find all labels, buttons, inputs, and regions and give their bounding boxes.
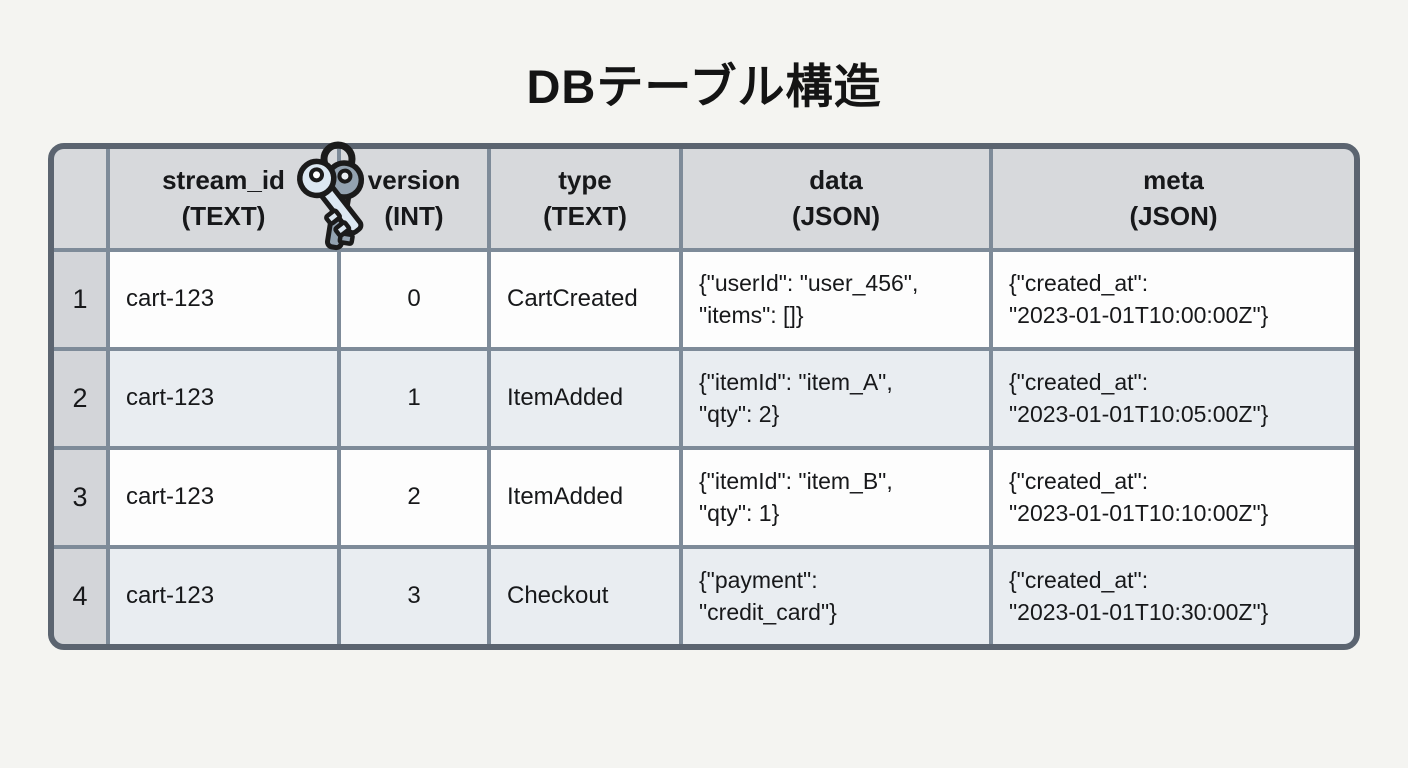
header-label: type (558, 165, 612, 196)
cell-version: 3 (341, 549, 487, 644)
cell-stream-id: cart-123 (110, 252, 337, 347)
header-type-label: (INT) (384, 200, 444, 231)
cell-stream-id: cart-123 (110, 549, 337, 644)
header-data: data (JSON) (683, 149, 989, 248)
header-label: stream_id (162, 165, 285, 196)
cell-data: {"itemId": "item_A", "qty": 2} (683, 351, 989, 446)
cell-type: CartCreated (491, 252, 679, 347)
header-type-label: (TEXT) (181, 200, 266, 231)
cell-meta: {"created_at": "2023-01-01T10:00:00Z"} (993, 252, 1354, 347)
header-type-label: (JSON) (1129, 200, 1218, 231)
header-meta: meta (JSON) (993, 149, 1354, 248)
header-label: data (809, 165, 863, 196)
cell-version: 0 (341, 252, 487, 347)
cell-meta: {"created_at": "2023-01-01T10:10:00Z"} (993, 450, 1354, 545)
page-title: DBテーブル構造 (526, 60, 882, 113)
cell-data: {"payment": "credit_card"} (683, 549, 989, 644)
cell-version: 2 (341, 450, 487, 545)
cell-meta: {"created_at": "2023-01-01T10:30:00Z"} (993, 549, 1354, 644)
cell-stream-id: cart-123 (110, 351, 337, 446)
cell-data: {"itemId": "item_B", "qty": 1} (683, 450, 989, 545)
cell-meta: {"created_at": "2023-01-01T10:05:00Z"} (993, 351, 1354, 446)
header-type-label: (TEXT) (543, 200, 627, 231)
db-table: stream_id (TEXT) version (INT) type (TEX… (48, 143, 1360, 650)
cell-version: 1 (341, 351, 487, 446)
header-row-number (54, 149, 106, 248)
row-number-cell: 1 (54, 252, 106, 347)
cell-type: Checkout (491, 549, 679, 644)
cell-type: ItemAdded (491, 450, 679, 545)
header-label: meta (1143, 165, 1204, 196)
cell-type: ItemAdded (491, 351, 679, 446)
header-label: version (367, 165, 461, 196)
cell-data: {"userId": "user_456", "items": []} (683, 252, 989, 347)
cell-stream-id: cart-123 (110, 450, 337, 545)
row-number-cell: 2 (54, 351, 106, 446)
header-type: type (TEXT) (491, 149, 679, 248)
header-version: version (INT) (341, 149, 487, 248)
row-number-cell: 3 (54, 450, 106, 545)
header-type-label: (JSON) (791, 200, 881, 231)
row-number-cell: 4 (54, 549, 106, 644)
header-stream-id: stream_id (TEXT) (110, 149, 337, 248)
